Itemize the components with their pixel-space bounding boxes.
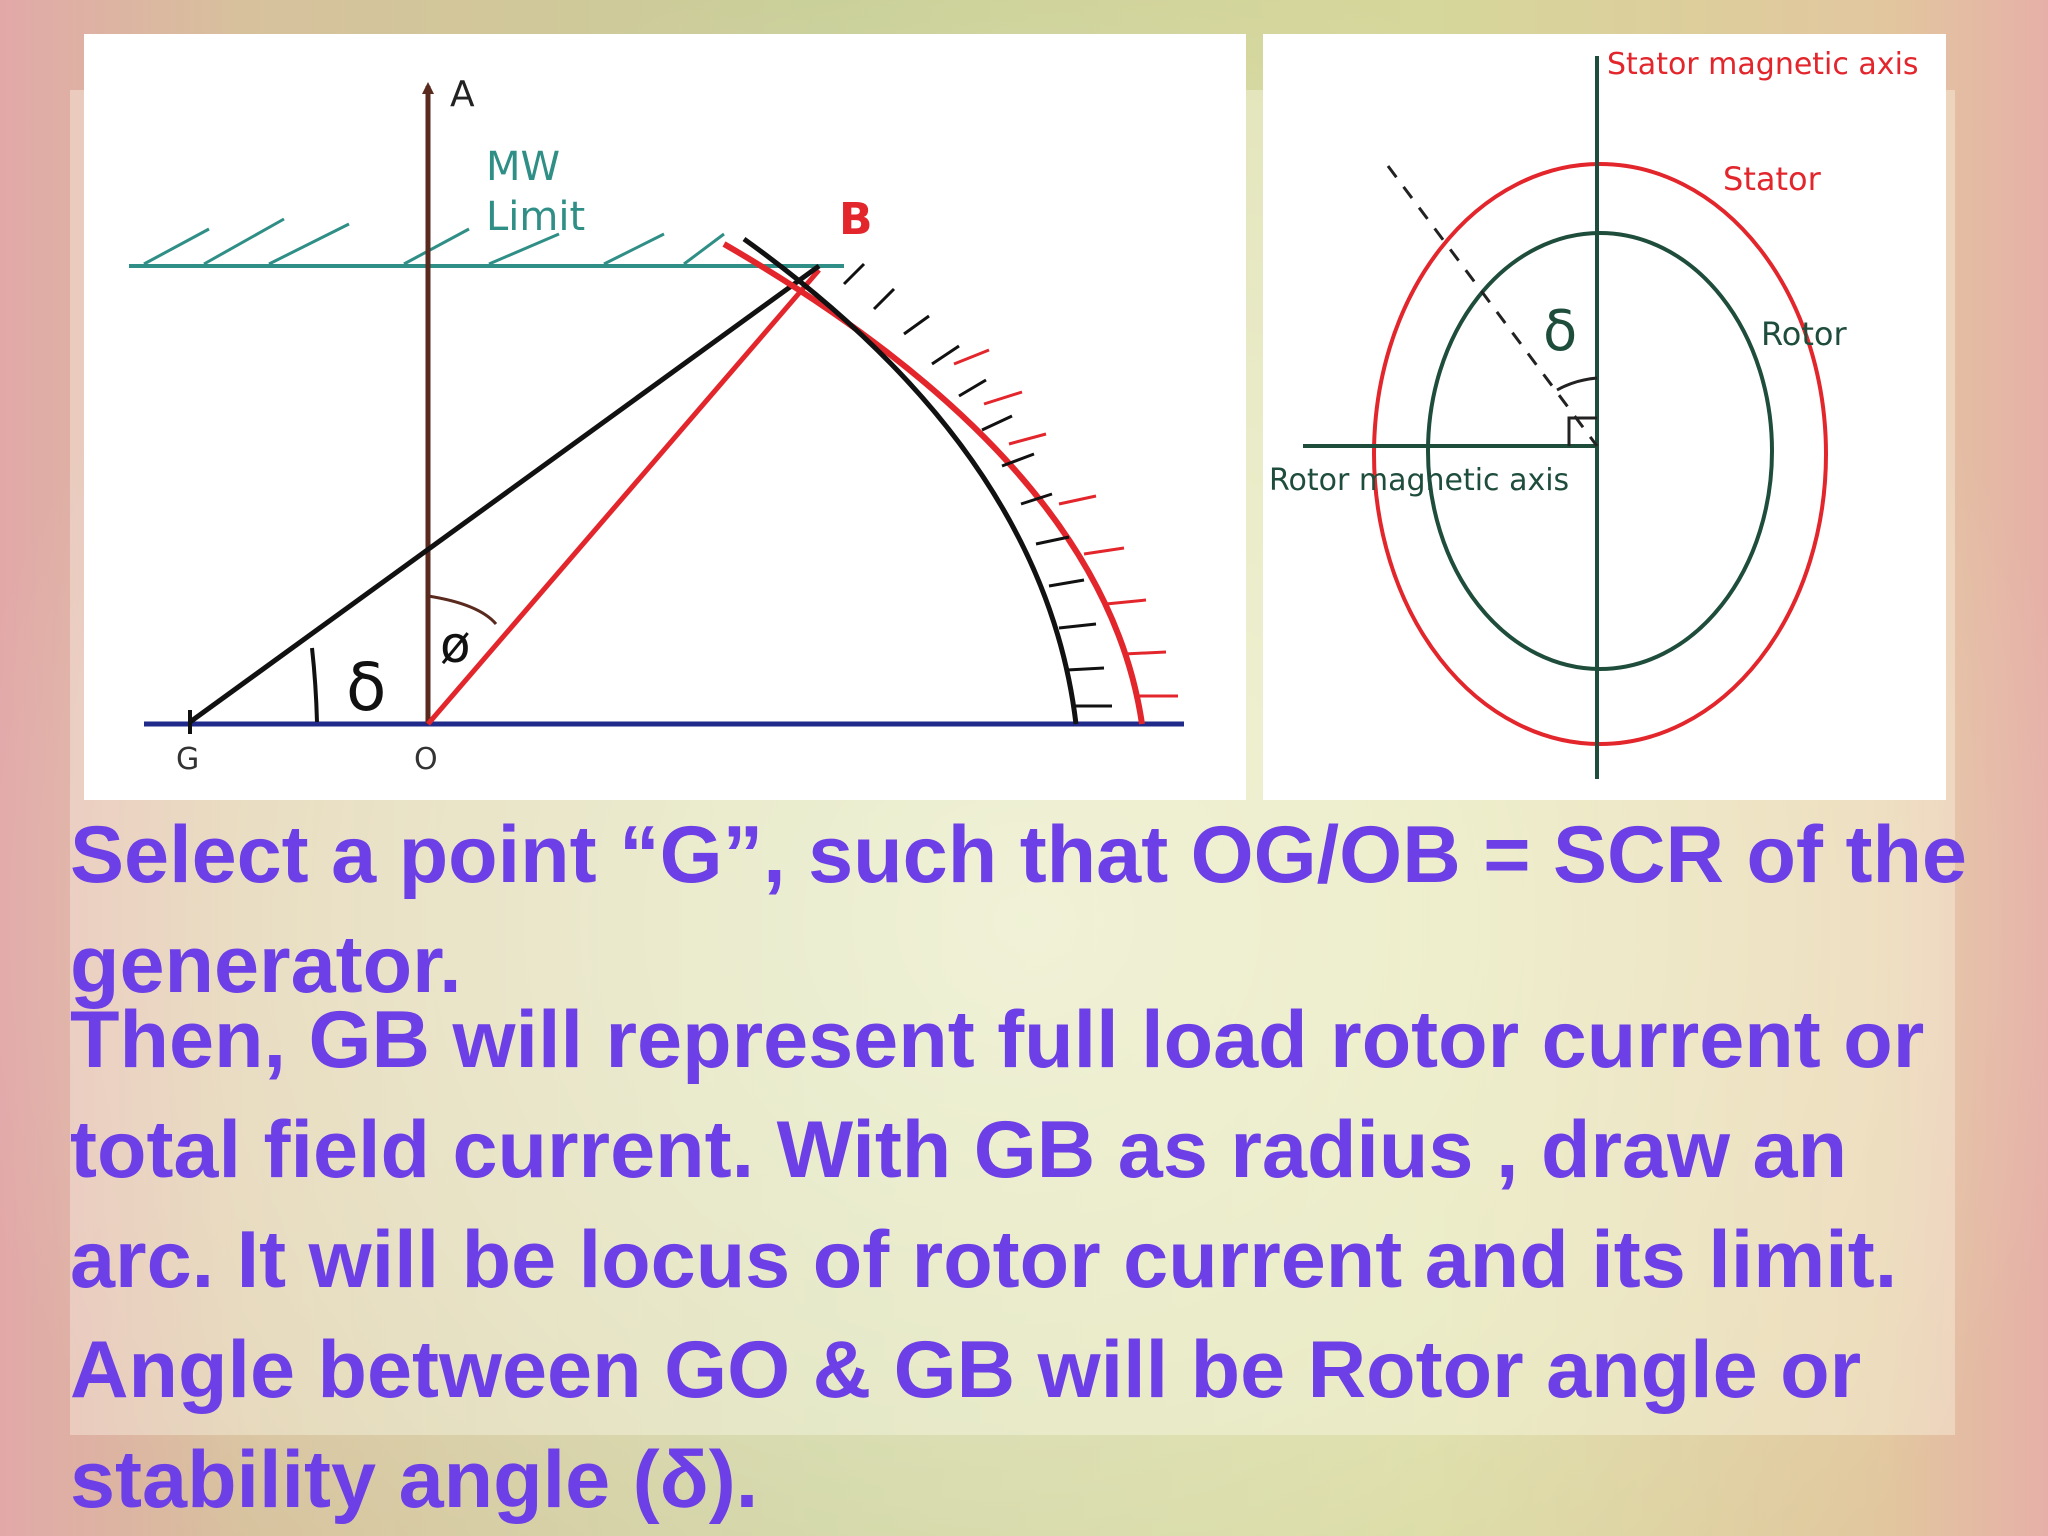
line-gb: [188, 263, 821, 725]
mw-limit-hatches: [143, 217, 725, 266]
rotor-ellipse: [1426, 231, 1774, 671]
label-delta: δ: [346, 649, 386, 726]
stator-current-arc: [722, 241, 1145, 725]
label-phi: ø: [440, 616, 471, 674]
right-angle-marker: [1567, 416, 1597, 446]
stator-ellipse: [1372, 162, 1828, 746]
delta-angle-arc-right: [1556, 376, 1598, 392]
capability-curve-diagram: A MW Limit B G O δ ø: [84, 34, 1246, 800]
rotor-axis-label: Rotor magnetic axis: [1269, 463, 1569, 498]
label-a: A: [450, 74, 475, 115]
axis-arrow-icon: [422, 82, 434, 94]
caption-paragraph-1: Select a point “G”, such that OG/OB = SC…: [70, 810, 1967, 1010]
caption-paragraph-2: Then, GB will represent full load rotor …: [70, 995, 1925, 1525]
rotor-label: Rotor: [1761, 315, 1848, 353]
line-ob: [426, 268, 821, 726]
label-limit: Limit: [486, 194, 585, 240]
label-mw: MW: [486, 144, 560, 190]
delta-label-right: δ: [1543, 299, 1577, 364]
capability-curve-svg: A MW Limit B G O δ ø: [129, 74, 1184, 777]
phi-angle-arc: [427, 594, 498, 626]
delta-angle-arc: [310, 647, 319, 723]
label-b: B: [839, 194, 873, 245]
arc-hatches: [842, 262, 1112, 708]
stator-arc-hatches: [953, 348, 1178, 698]
label-g: G: [176, 742, 199, 777]
stator-label: Stator: [1723, 160, 1822, 198]
stator-axis-label: Stator magnetic axis: [1607, 47, 1919, 82]
rotor-current-arc: [742, 236, 1079, 725]
dashed-field-axis: [1386, 165, 1599, 447]
magnetic-axis-diagram: Stator magnetic axis Stator Rotor Rotor …: [1263, 34, 1946, 800]
magnetic-axis-svg: Stator magnetic axis Stator Rotor Rotor …: [1269, 47, 1919, 779]
label-o: O: [414, 742, 438, 777]
